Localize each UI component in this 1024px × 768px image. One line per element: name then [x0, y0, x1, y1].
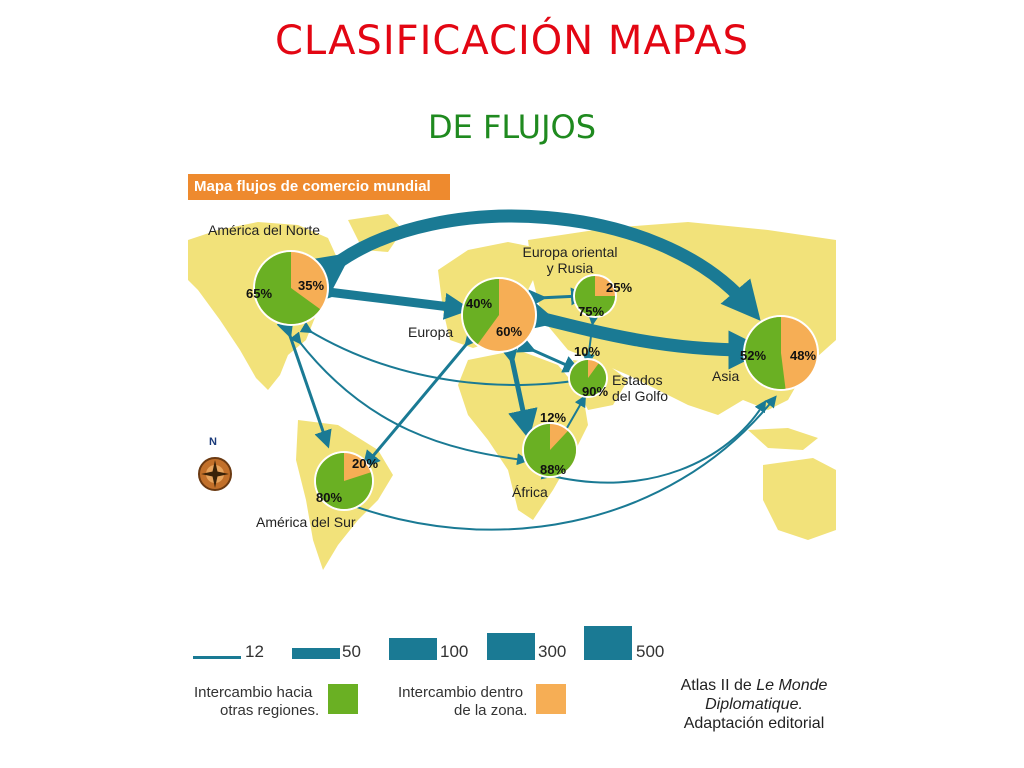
legend-within-line-1: Intercambio dentro — [398, 684, 524, 701]
legend-flow-bar-12 — [193, 656, 241, 659]
legend-flow-label-12: 12 — [245, 642, 264, 661]
pie-north-america — [253, 250, 329, 326]
pie-other-gulf — [570, 360, 606, 396]
world-map — [188, 200, 836, 615]
flow-eastern-europe-gulf — [582, 313, 600, 366]
flow-north-america-europe — [312, 276, 472, 320]
pie-asia — [743, 315, 819, 391]
flow-africa-asia — [540, 399, 767, 484]
pct-asia-other: 52% — [740, 348, 767, 363]
legend-flow-label-100: 100 — [440, 642, 469, 661]
pie-other-eastern-europe — [575, 276, 615, 316]
credit-line-1: Atlas II de Le Monde — [668, 676, 840, 695]
map-title-banner: Mapa flujos de comercio mundial — [188, 174, 450, 200]
pct-south-america-within: 20% — [352, 456, 379, 471]
pct-asia-within: 48% — [790, 348, 817, 363]
legend-within-label: Intercambio dentro de la zona. — [398, 684, 527, 720]
pct-eastern-europe-within: 25% — [606, 280, 633, 295]
label-south-america: América del Sur — [256, 514, 356, 530]
label-asia: Asia — [712, 368, 740, 384]
source-credit: Atlas II de Le Monde Diplomatique. Adapt… — [668, 676, 840, 733]
pct-africa-other: 88% — [540, 462, 567, 477]
credit-line-3: Adaptación editorial — [683, 715, 825, 732]
page-title: CLASIFICACIÓN MAPAS — [274, 18, 750, 64]
label-africa: África — [512, 484, 548, 500]
pie-gulf — [568, 358, 608, 398]
legend-within-line-2: de la zona. — [454, 702, 528, 719]
legend-flow-bar-300 — [487, 633, 535, 660]
pie-other-europe — [463, 279, 499, 345]
flow-europe-eastern-europe — [528, 287, 589, 308]
label-europe: Europa — [408, 324, 454, 340]
pie-south-america — [314, 451, 374, 511]
pie-eastern-europe — [573, 274, 617, 318]
label-north-america: América del Norte — [208, 222, 321, 238]
legend-flow-bar-100 — [389, 638, 437, 660]
map-canvas — [188, 200, 836, 610]
compass-icon — [198, 457, 232, 491]
legend-other-line-2: otras regiones. — [220, 702, 320, 719]
legend-other-label: Intercambio hacia otras regiones. — [194, 684, 319, 720]
compass-north-label: N — [209, 436, 217, 448]
pct-europe-other: 40% — [466, 296, 493, 311]
pie-other-asia — [744, 317, 786, 389]
region-pies — [253, 250, 819, 511]
pct-north-america-other: 65% — [246, 286, 273, 301]
pct-africa-within: 12% — [540, 410, 567, 425]
legend-flow-label-500: 500 — [636, 642, 665, 661]
legend-within-swatch — [536, 684, 566, 714]
label-gulf: Estados del Golfo — [612, 372, 669, 404]
flow-north-america-asia — [308, 209, 761, 321]
pie-other-africa — [524, 424, 576, 477]
legend-flow-label-300: 300 — [538, 642, 567, 661]
pie-other-north-america — [255, 252, 321, 324]
land-australia — [763, 458, 836, 540]
legend-flow-label-50: 50 — [342, 642, 361, 661]
pct-gulf-other: 90% — [582, 384, 609, 399]
legend-other-swatch — [328, 684, 358, 714]
legend-flow-bar-500 — [584, 626, 632, 660]
legend-flow-bar-50 — [292, 648, 340, 659]
legend-other-line-1: Intercambio hacia — [194, 684, 313, 701]
credit-prefix: Atlas II de — [680, 677, 752, 694]
label-eastern-europe: Europa oriental y Rusia — [522, 244, 618, 276]
page-subtitle: DE FLUJOS — [427, 108, 597, 146]
pct-europe-within: 60% — [496, 324, 523, 339]
pie-europe — [461, 277, 537, 353]
pct-gulf-within: 10% — [574, 344, 601, 359]
pct-eastern-europe-other: 75% — [578, 304, 605, 319]
pct-north-america-within: 35% — [298, 278, 325, 293]
pct-south-america-other: 80% — [316, 490, 343, 505]
credit-line-2: Diplomatique. — [705, 696, 803, 713]
credit-publication: Le Monde — [756, 677, 828, 694]
pie-other-south-america — [316, 453, 372, 510]
pie-africa — [522, 422, 578, 478]
